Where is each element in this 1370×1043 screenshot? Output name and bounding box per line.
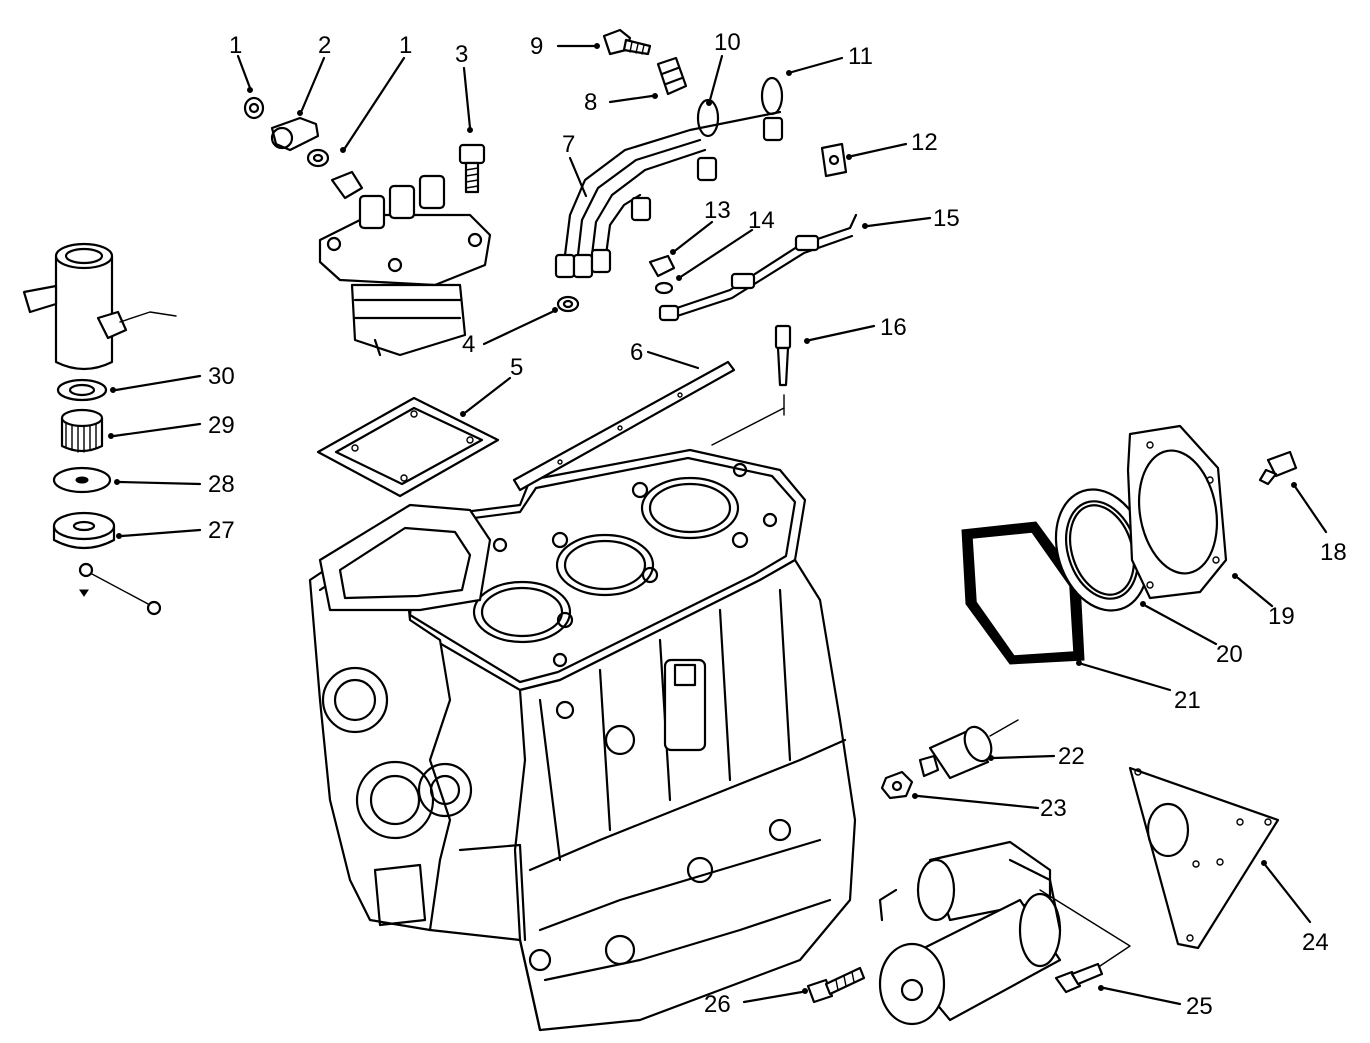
gasket-strip-6 (512, 360, 736, 492)
callout-label: 30 (208, 363, 235, 390)
banjo-fitting-parts (243, 96, 330, 168)
callout-label: 24 (1302, 929, 1329, 956)
callout-label: 16 (880, 314, 907, 341)
callout-label: 3 (455, 41, 468, 68)
bracket-24 (1128, 766, 1280, 950)
callout-label: 8 (584, 89, 597, 116)
callout-label: 21 (1174, 687, 1201, 714)
callout-label: 26 (704, 991, 731, 1018)
callout-label: 7 (562, 131, 575, 158)
bolt-18 (1258, 450, 1298, 486)
bolt-26 (806, 966, 866, 1004)
oil-pressure-switch-22 (918, 719, 1019, 780)
injection-pipes (554, 76, 784, 279)
gasket-21 (961, 521, 1085, 665)
callout-label: 29 (208, 412, 235, 439)
bolt-9 (602, 28, 652, 56)
callout-label: 2 (318, 32, 331, 59)
washer-14 (654, 281, 674, 295)
callout-label: 23 (1040, 795, 1067, 822)
callout-label: 28 (208, 471, 235, 498)
drain-cable (78, 562, 162, 616)
callout-label: 13 (704, 197, 731, 224)
callout-label: 5 (510, 354, 523, 381)
nut-13 (648, 254, 676, 278)
clamp-12 (820, 142, 848, 178)
callout-leaders (108, 43, 1328, 1006)
glow-plug-leader-16 (711, 407, 785, 446)
filter-housing (22, 242, 177, 371)
gasket-5 (316, 396, 500, 498)
clamp-8 (656, 56, 688, 96)
callout-labels: 1 2 1 3 9 10 11 8 7 12 13 14 15 16 4 5 6… (208, 29, 1347, 1020)
engine-block (308, 448, 857, 1032)
callout-label: 19 (1268, 603, 1295, 630)
seal-case-19 (1126, 424, 1228, 600)
callout-label: 18 (1320, 539, 1347, 566)
bolt-3 (458, 143, 486, 194)
washer-28 (52, 466, 112, 494)
callout-label: 22 (1058, 743, 1085, 770)
filter-element-29 (60, 408, 104, 453)
callout-label: 20 (1216, 641, 1243, 668)
callout-label: 27 (208, 517, 235, 544)
nut-23 (880, 770, 914, 800)
callout-label: 6 (630, 339, 643, 366)
callout-label: 1 (399, 32, 412, 59)
callout-label: 15 (933, 205, 960, 232)
callout-label: 10 (714, 29, 741, 56)
filter-base-27 (52, 511, 116, 550)
starter-bolt-leader (1039, 889, 1131, 967)
callout-label: 11 (848, 43, 873, 70)
callout-label: 4 (462, 331, 475, 358)
callout-label: 1 (229, 32, 242, 59)
glow-plug-16 (774, 324, 792, 416)
starter-motor (878, 840, 1062, 1026)
washer-30 (56, 378, 108, 402)
callout-label: 14 (748, 207, 775, 234)
bolt-25 (1054, 962, 1104, 994)
callout-label: 12 (911, 129, 938, 156)
callout-label: 25 (1186, 993, 1213, 1020)
callout-label: 9 (530, 33, 543, 60)
washer-4 (556, 295, 580, 313)
injection-pump (318, 170, 492, 357)
leak-off-pipe-15 (658, 213, 858, 322)
